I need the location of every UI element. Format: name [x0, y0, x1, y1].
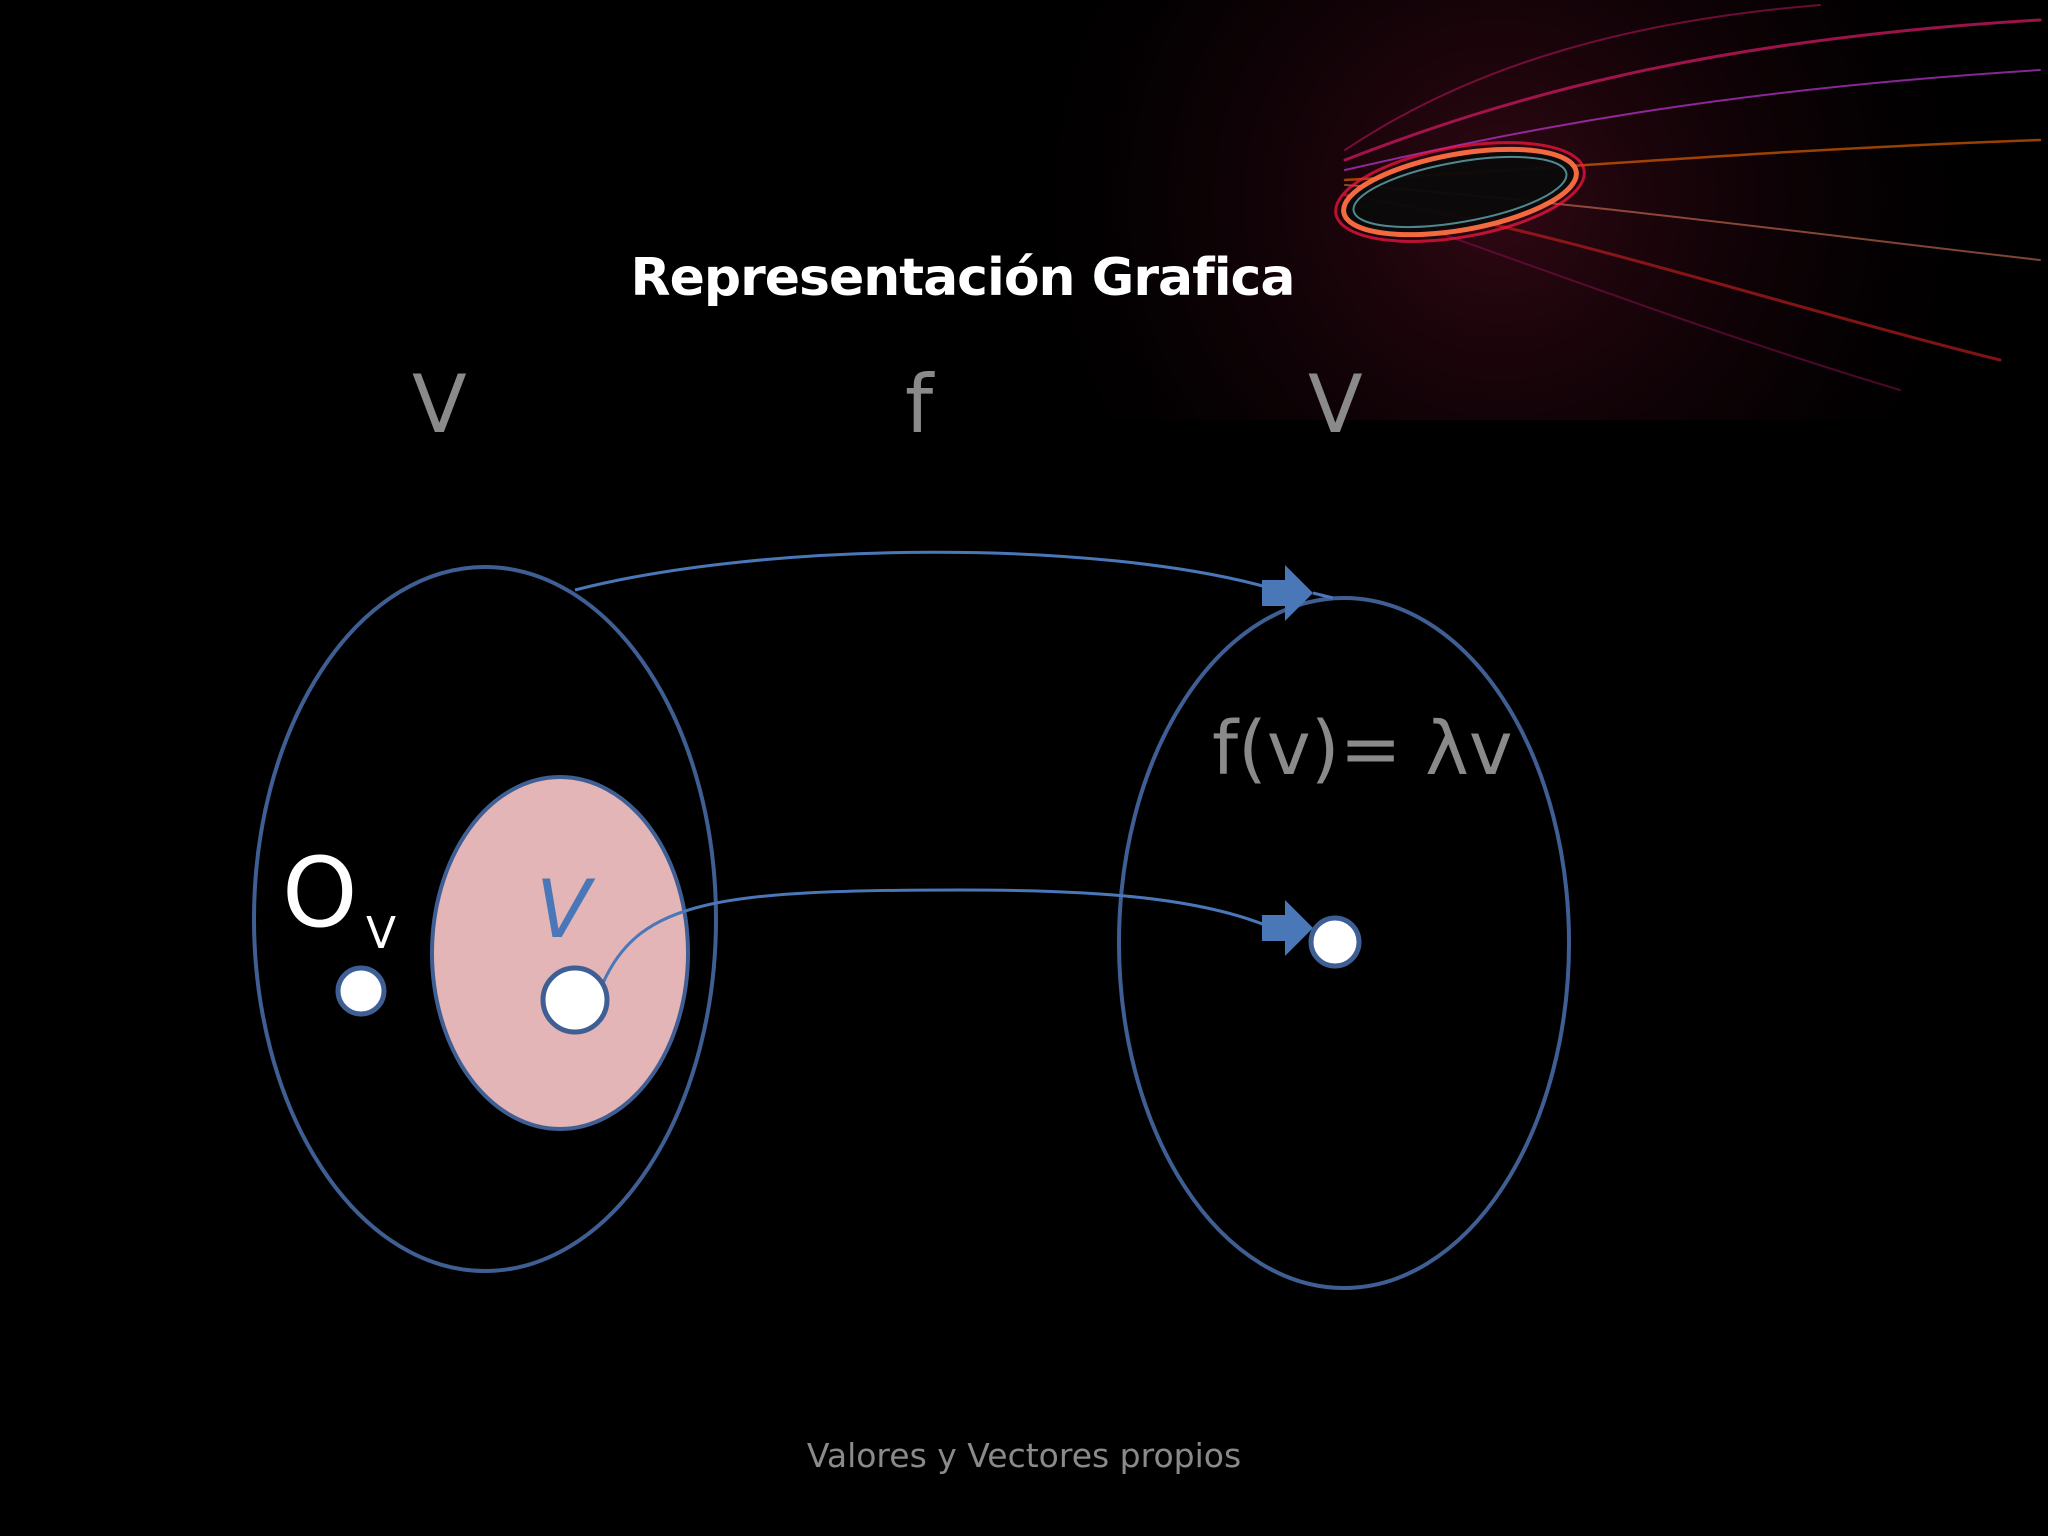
vector-v-point [543, 968, 607, 1032]
top-arrowhead [1262, 565, 1313, 621]
slide-footer: Valores y Vectores propios [0, 1436, 2048, 1475]
vector-arrowhead [1262, 900, 1313, 956]
vector-label: V [536, 870, 591, 950]
top-mapping-arrow [575, 552, 1270, 590]
vector-mapping-arrow [603, 890, 1270, 983]
eigenvalue-formula: f(v)= λv [1212, 712, 1513, 786]
slide-title: Representación Grafica [0, 248, 1925, 308]
image-point [1311, 918, 1359, 966]
map-label: f [905, 365, 933, 445]
zero-vector-symbol: O [282, 845, 358, 941]
domain-label: V [412, 365, 467, 445]
zero-vector-subscript: V [366, 912, 396, 956]
codomain-label: V [1308, 365, 1363, 445]
zero-vector-point [338, 968, 384, 1014]
